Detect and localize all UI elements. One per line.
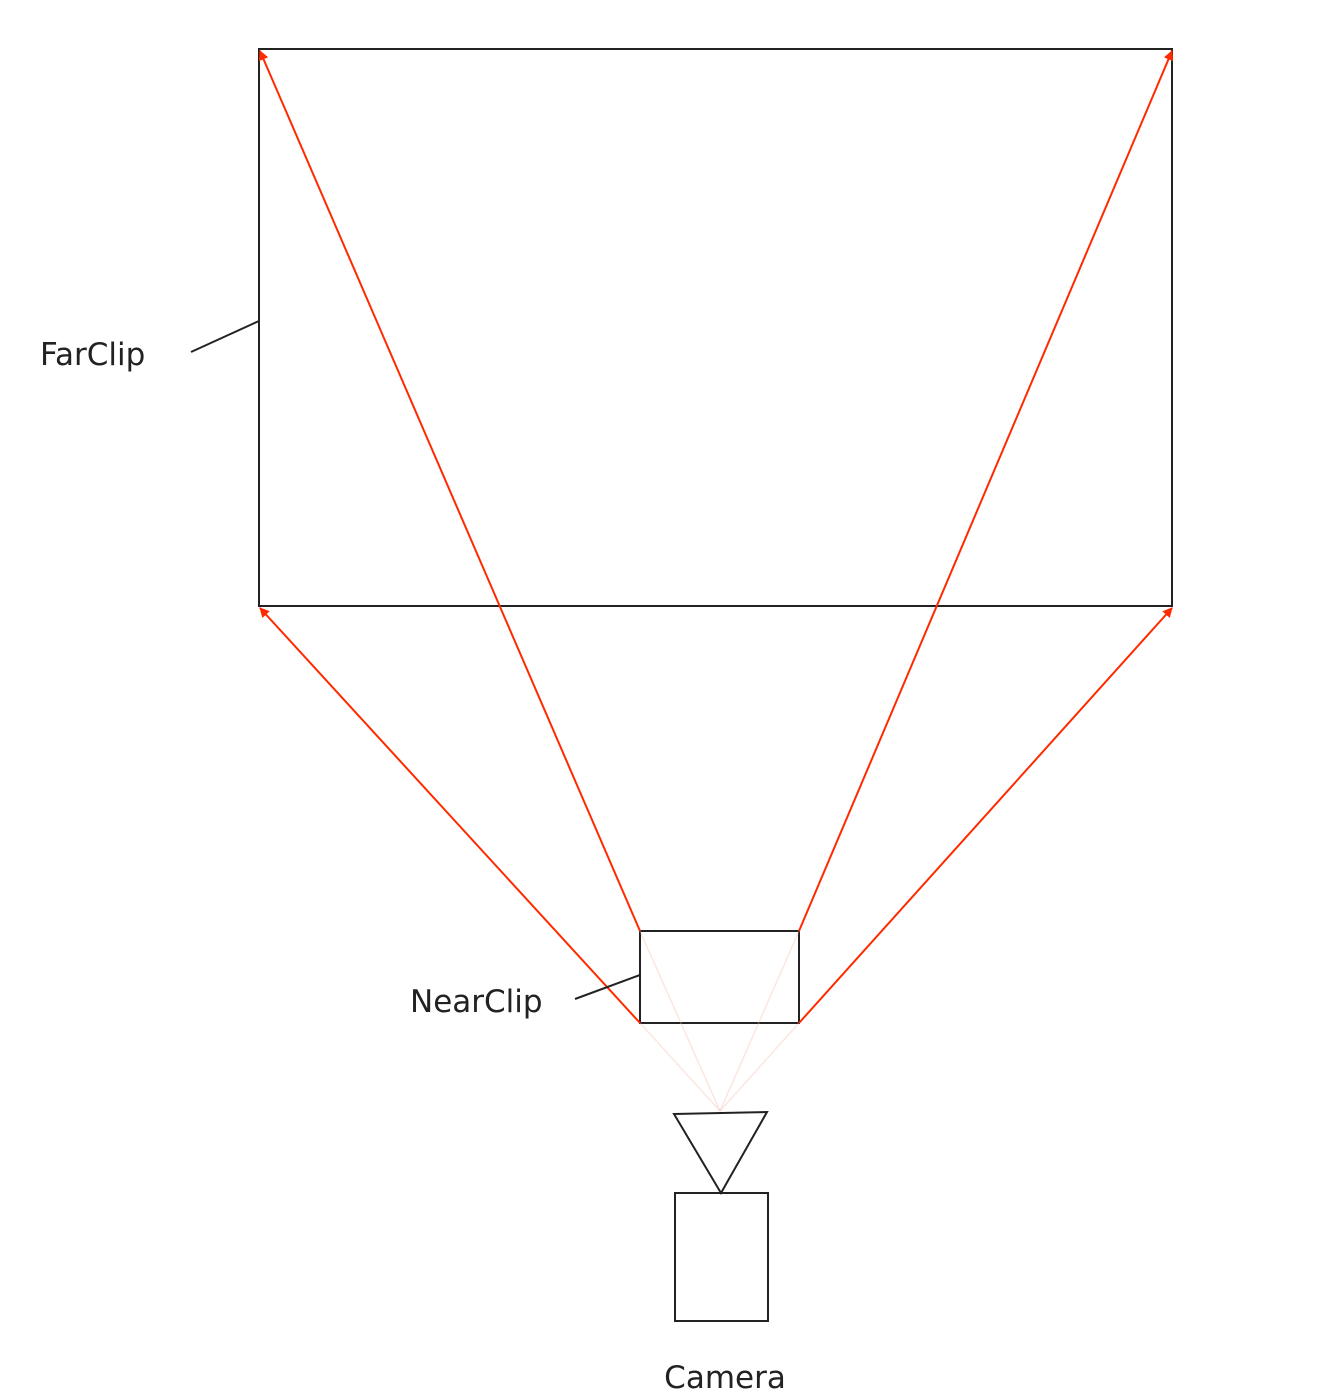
camera-body xyxy=(674,1192,769,1322)
near-clip-label: NearClip xyxy=(410,984,543,1020)
ray-top-left xyxy=(258,50,641,932)
ray-faint-top-right xyxy=(719,930,800,1112)
ray-bottom-left xyxy=(259,607,641,1024)
frustum-rays xyxy=(258,50,1174,1024)
ray-faint-bottom-right xyxy=(719,1022,800,1112)
near-clip-plane xyxy=(639,930,800,1024)
ray-top-right xyxy=(798,50,1174,932)
far-clip-plane xyxy=(258,48,1173,607)
camera-icon xyxy=(672,1110,769,1322)
camera-lens xyxy=(672,1110,769,1195)
camera-label: Camera xyxy=(664,1360,786,1396)
ray-bottom-right xyxy=(798,607,1173,1024)
ray-faint-top-left xyxy=(639,930,721,1112)
camera-to-near-rays xyxy=(639,930,800,1112)
ray-faint-bottom-left xyxy=(639,1022,721,1112)
near-clip-leader xyxy=(574,974,641,1000)
far-clip-label: FarClip xyxy=(40,337,145,373)
far-clip-leader xyxy=(190,320,260,353)
